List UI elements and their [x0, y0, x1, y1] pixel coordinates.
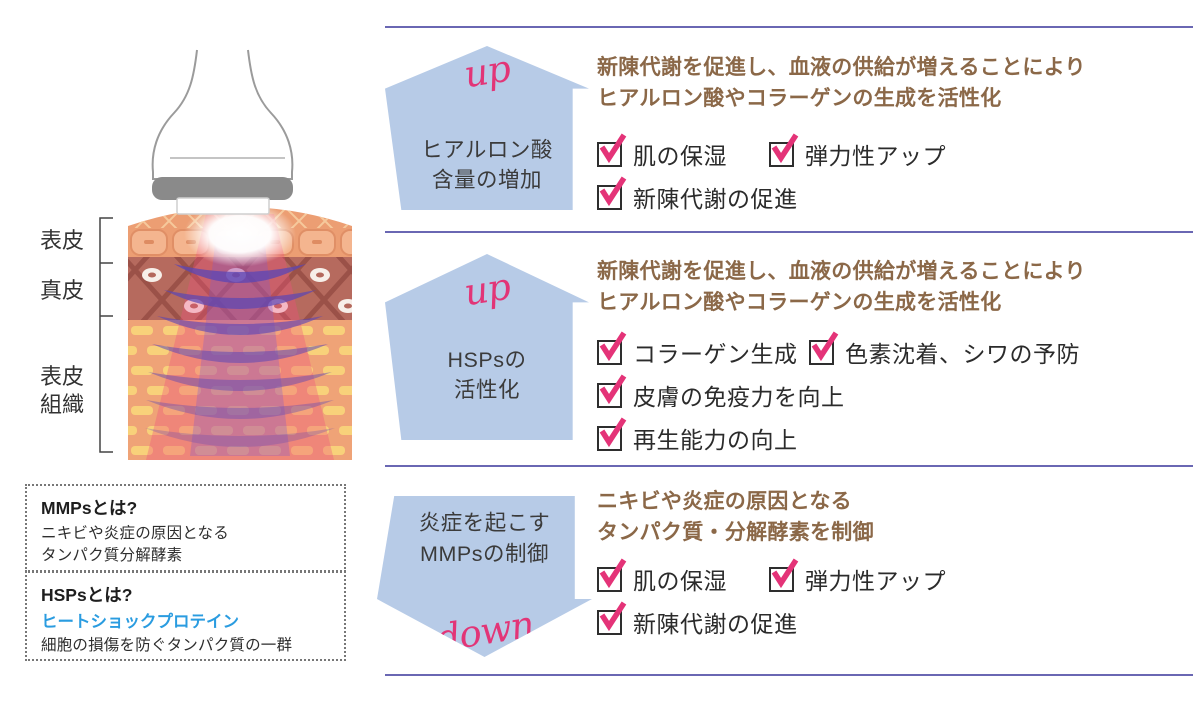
probe-contact-plate [176, 197, 270, 215]
check-row: 皮膚の免疫力を向上 [597, 373, 1086, 412]
check-item: 弾力性アップ [769, 557, 946, 596]
check-item: 肌の保湿 [597, 132, 769, 171]
check-row: 再生能力の向上 [597, 416, 1086, 455]
check-row: 肌の保湿 弾力性アップ [597, 557, 946, 596]
check-item: 再生能力の向上 [597, 416, 798, 455]
skin-cross-section [128, 207, 352, 460]
check-row: 肌の保湿 弾力性アップ [597, 132, 1086, 171]
arrow-label-hsps: HSPsの 活性化 [447, 347, 527, 403]
up-script-word: up [461, 46, 513, 97]
treatment-probe [151, 49, 294, 215]
section-3-content: ニキビや炎症の原因となる タンパク質・分解酵素を制御 肌の保湿 弾力性アップ 新… [597, 486, 946, 648]
check-item: 皮膚の免疫力を向上 [597, 373, 845, 412]
skin-treatment-illustration: 表皮 真皮 表皮 組織 [40, 49, 352, 460]
layer-label-subcutis-line1: 表皮 [40, 364, 84, 389]
check-item: 新陳代謝の促進 [597, 175, 798, 214]
check-row: 新陳代謝の促進 [597, 175, 1086, 214]
checkbox-checked-icon [597, 600, 627, 635]
hsps-info-line: 細胞の損傷を防ぐタンパク質の一群 [41, 636, 293, 654]
checkbox-checked-icon [597, 416, 627, 451]
mmps-info-title: MMPsとは? [41, 498, 138, 518]
arrow-label-mmps: 炎症を起こす MMPsの制御 [418, 511, 551, 566]
mmps-info-line: ニキビや炎症の原因となる [41, 525, 229, 542]
section-divider [385, 231, 1193, 233]
check-item: 新陳代謝の促進 [597, 600, 798, 639]
hsps-info-box: HSPsとは? ヒートショックプロテイン 細胞の損傷を防ぐタンパク質の一群 [25, 571, 346, 661]
checkbox-checked-icon [597, 557, 627, 592]
heat-glow [184, 207, 296, 267]
section-1-description: 新陳代謝を促進し、血液の供給が増えることにより ヒアルロン酸やコラーゲンの生成を… [597, 56, 1086, 110]
ultrasound-wave-arcs [145, 264, 335, 447]
pink-beam [146, 214, 334, 460]
purple-beam [190, 236, 290, 456]
checkbox-checked-icon [597, 175, 627, 210]
arrow-up-hyaluronic: up ヒアルロン酸 含量の増加 [385, 46, 589, 210]
arrow-up-hsps: up HSPsの 活性化 [385, 254, 589, 440]
checkbox-checked-icon [597, 373, 627, 408]
section-2-content: 新陳代謝を促進し、血液の供給が増えることにより ヒアルロン酸やコラーゲンの生成を… [597, 256, 1086, 464]
check-item: 弾力性アップ [769, 132, 946, 171]
checkbox-checked-icon [769, 132, 799, 167]
hsps-info-title: HSPsとは? [41, 585, 133, 605]
checkbox-checked-icon [597, 330, 627, 365]
check-row: コラーゲン生成 色素沈着、シワの予防 [597, 330, 1086, 369]
up-script-word: up [461, 264, 513, 315]
checkbox-checked-icon [809, 330, 839, 365]
layer-label-epidermis: 表皮 [40, 228, 84, 253]
down-script-word: down [433, 602, 536, 661]
hsps-info-highlight: ヒートショックプロテイン [41, 613, 239, 631]
section-3-description: ニキビや炎症の原因となる タンパク質・分解酵素を制御 [597, 490, 874, 544]
section-divider [385, 26, 1193, 28]
check-item: 色素沈着、シワの予防 [809, 330, 1080, 369]
arrow-down-mmps: 炎症を起こす MMPsの制御 down [377, 496, 592, 657]
section-divider [385, 674, 1193, 676]
mmps-info-line: タンパク質分解酵素 [41, 547, 183, 565]
section-2-description: 新陳代謝を促進し、血液の供給が増えることにより ヒアルロン酸やコラーゲンの生成を… [597, 260, 1086, 314]
layer-label-subcutis-line2: 組織 [40, 392, 84, 417]
checkbox-checked-icon [597, 132, 627, 167]
check-item: コラーゲン生成 [597, 330, 809, 369]
mmps-info-box: MMPsとは? ニキビや炎症の原因となる タンパク質分解酵素 [25, 484, 346, 572]
section-1-content: 新陳代謝を促進し、血液の供給が増えることにより ヒアルロン酸やコラーゲンの生成を… [597, 52, 1086, 223]
check-row: 新陳代謝の促進 [597, 600, 946, 639]
probe-gray-band [152, 177, 293, 200]
arrow-label-hyaluronic: ヒアルロン酸 含量の増加 [421, 137, 553, 193]
skin-layer-bracket [99, 217, 113, 453]
section-divider [385, 465, 1193, 467]
checkbox-checked-icon [769, 557, 799, 592]
check-item: 肌の保湿 [597, 557, 769, 596]
layer-label-dermis: 真皮 [40, 278, 84, 303]
